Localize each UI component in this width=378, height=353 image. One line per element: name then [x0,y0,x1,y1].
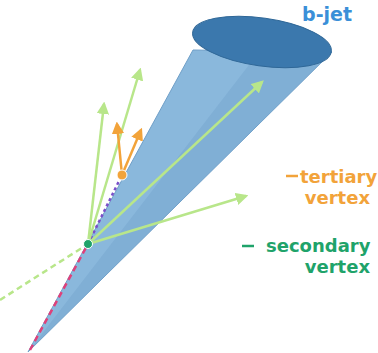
tertiary-dash [286,175,298,178]
secondary-vertex-dot [84,240,93,249]
jet-label: b-jet [262,4,352,25]
secondary-dash [242,245,254,248]
tertiary-tracks [117,124,141,175]
tracks [88,70,262,244]
b-hadron-flight [30,244,88,350]
tertiary-vertex-dot [117,170,127,180]
vertex-label: secondary vertex [266,235,370,277]
vertex-label: tertiary vertex [300,166,370,208]
b-hadron-extension [0,244,88,300]
